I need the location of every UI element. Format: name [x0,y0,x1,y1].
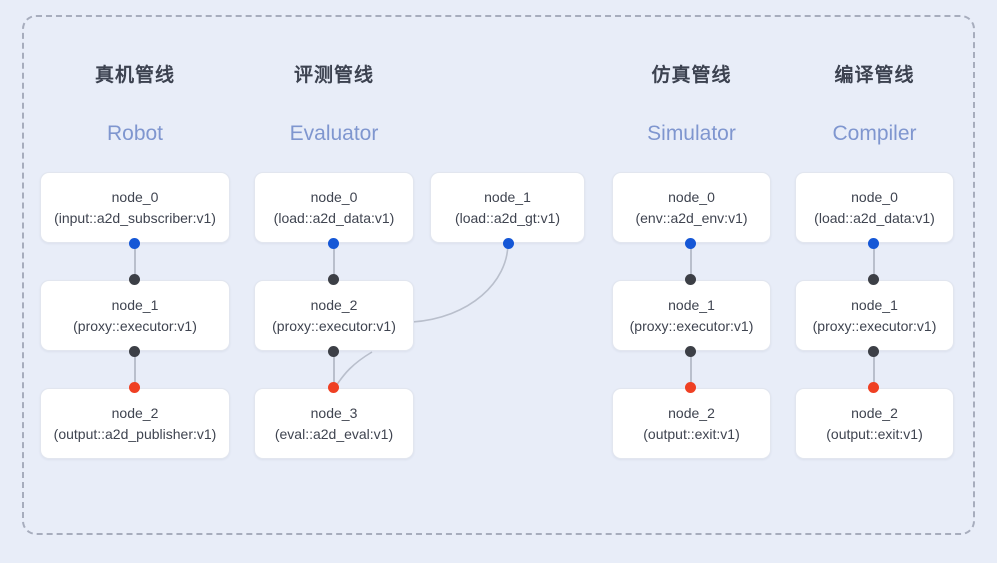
connector-dot-input-dark[interactable] [328,274,339,285]
pipeline-column-simulator: 仿真管线 Simulator node_0 (env::a2d_env:v1) … [612,0,771,563]
edge-line [873,351,875,388]
node-type: (env::a2d_env:v1) [635,209,748,226]
node-type: (load::a2d_data:v1) [273,209,395,226]
node-id: node_0 [111,188,159,205]
node-id: node_2 [111,404,159,421]
node-type: (output::exit:v1) [643,425,740,442]
node-type: (proxy::executor:v1) [73,317,197,334]
node-id: node_1 [668,296,715,313]
node-id: node_2 [851,404,898,421]
node-box[interactable]: node_0 (env::a2d_env:v1) [612,172,771,243]
node-type: (proxy::executor:v1) [629,317,754,334]
edge-line [333,351,335,388]
node-id: node_2 [310,296,358,313]
connector-dot-input-dark[interactable] [868,274,879,285]
edge-line [134,351,136,388]
column-title-evaluator: 评测管线 [293,65,374,86]
node-box-side[interactable]: node_1 (load::a2d_gt:v1) [430,172,585,243]
pipeline-column-evaluator: 评测管线 Evaluator node_0 (load::a2d_data:v1… [254,0,589,563]
node-type: (proxy::executor:v1) [272,317,396,334]
node-id: node_3 [310,404,358,421]
node-box[interactable]: node_1 (proxy::executor:v1) [40,280,230,351]
edge-line [333,243,335,280]
connector-dot-output-blue[interactable] [685,238,696,249]
node-id: node_1 [111,296,159,313]
pipeline-column-robot: 真机管线 Robot node_0 (input::a2d_subscriber… [40,0,230,563]
connector-dot-output-blue[interactable] [868,238,879,249]
node-type: (input::a2d_subscriber:v1) [54,209,216,226]
connector-dot-output-blue[interactable] [129,238,140,249]
node-id: node_0 [668,188,715,205]
node-type: (load::a2d_data:v1) [814,209,935,226]
connector-dot-input-dark[interactable] [685,274,696,285]
column-title-compiler: 编译管线 [834,65,915,86]
node-type: (proxy::executor:v1) [812,317,937,334]
pipeline-column-compiler: 编译管线 Compiler node_0 (load::a2d_data:v1)… [795,0,954,563]
connector-dot-input-red[interactable] [685,382,696,393]
node-box[interactable]: node_2 (output::exit:v1) [795,388,954,459]
node-id: node_0 [851,188,898,205]
connector-dot-input-red[interactable] [868,382,879,393]
edge-line [873,243,875,280]
column-title-robot: 真机管线 [94,65,175,86]
node-id: node_1 [484,188,531,205]
diagram-dashed-frame [22,15,975,535]
connector-dot-side-output-blue[interactable] [503,238,514,249]
connector-dot-output-dark[interactable] [685,346,696,357]
node-type: (output::a2d_publisher:v1) [53,425,217,442]
node-type: (eval::a2d_eval:v1) [274,425,394,442]
connector-dot-output-dark[interactable] [868,346,879,357]
node-box[interactable]: node_2 (proxy::executor:v1) [254,280,414,351]
node-box[interactable]: node_0 (input::a2d_subscriber:v1) [40,172,230,243]
connector-dot-output-blue[interactable] [328,238,339,249]
node-box[interactable]: node_0 (load::a2d_data:v1) [795,172,954,243]
node-box[interactable]: node_3 (eval::a2d_eval:v1) [254,388,414,459]
node-id: node_2 [668,404,715,421]
node-id: node_1 [851,296,898,313]
node-type: (output::exit:v1) [826,425,923,442]
node-box[interactable]: node_2 (output::a2d_publisher:v1) [40,388,230,459]
node-box[interactable]: node_2 (output::exit:v1) [612,388,771,459]
connector-dot-input-red[interactable] [328,382,339,393]
node-box[interactable]: node_1 (proxy::executor:v1) [612,280,771,351]
connector-dot-input-red[interactable] [129,382,140,393]
column-subtitle-compiler: Compiler [832,122,917,145]
connector-dot-input-dark[interactable] [129,274,140,285]
connector-dot-output-dark[interactable] [129,346,140,357]
edge-line [690,243,692,280]
node-id: node_0 [310,188,358,205]
column-subtitle-robot: Robot [106,122,164,145]
edge-line [690,351,692,388]
node-type: (load::a2d_gt:v1) [454,209,561,226]
node-box[interactable]: node_0 (load::a2d_data:v1) [254,172,414,243]
column-subtitle-evaluator: Evaluator [289,122,379,145]
node-box[interactable]: node_1 (proxy::executor:v1) [795,280,954,351]
connector-dot-output-dark[interactable] [328,346,339,357]
edge-line [134,243,136,280]
column-subtitle-simulator: Simulator [647,122,736,145]
column-title-simulator: 仿真管线 [651,65,732,86]
